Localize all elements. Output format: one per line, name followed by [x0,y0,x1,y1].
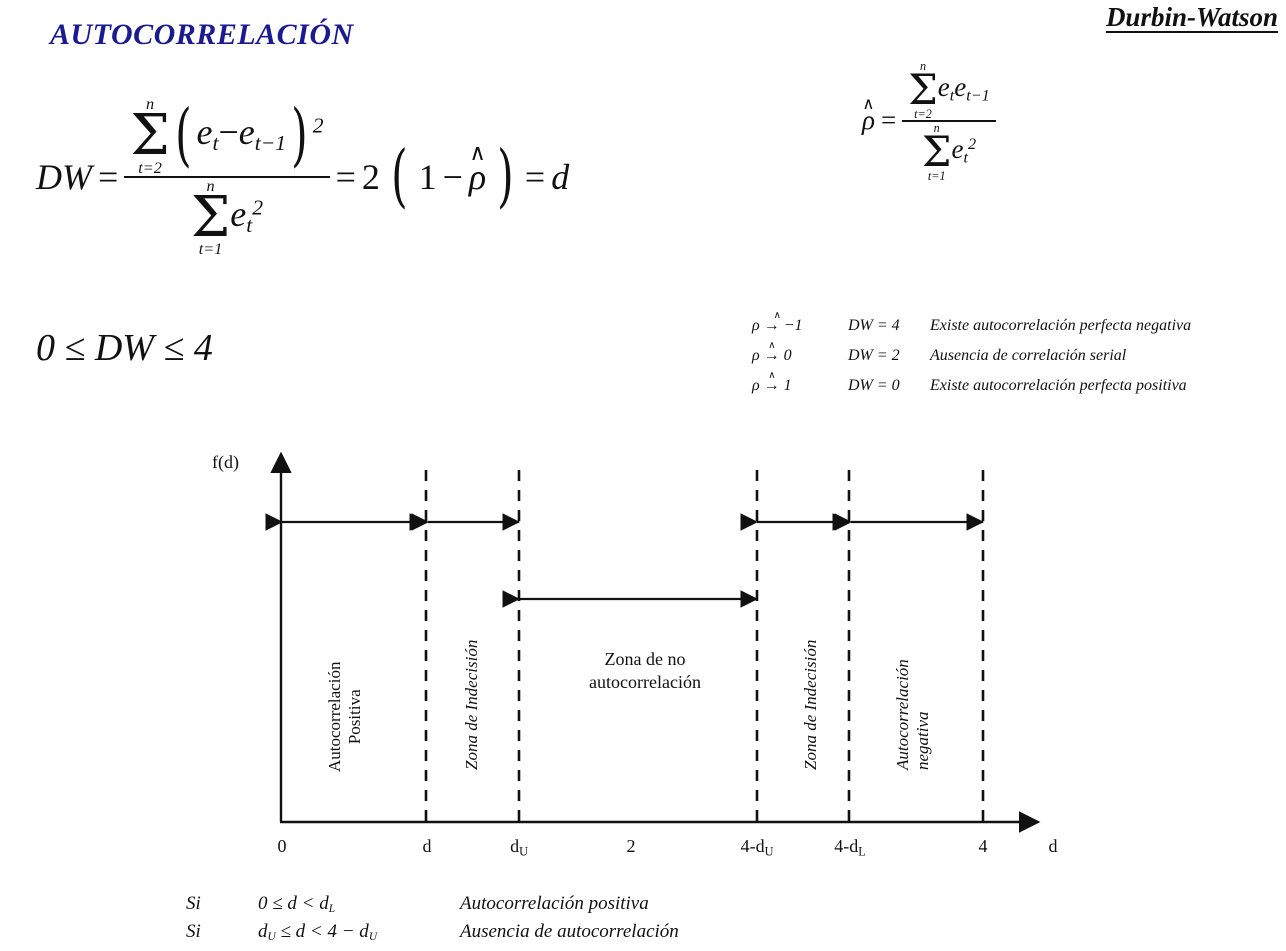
paren-close-2: ) [497,137,514,217]
dw-denominator: n Σ t=1 et2 [124,175,330,259]
zone-label-positive-line2: Positiva [345,689,364,745]
sigma-icon: Σ [908,65,938,115]
tick-label-0: 0 [277,836,287,856]
residual-e: e [230,194,247,235]
residual-e-t: e [196,112,213,153]
decision-rule-row: Si 0 ≤ d < dL Autocorrelación positiva [186,890,679,918]
zone-label-indecision-right: Zona de Indecisión [801,639,820,770]
rho-hat-symbol: ∧ ρ [862,94,875,136]
decision-rules-list: Si 0 ≤ d < dL Autocorrelación positiva S… [186,890,679,945]
tick-label-du: dU [510,836,528,859]
rho-limit: ∧ρ → 1 [752,369,792,394]
dw-value: DW = 4 [848,317,900,334]
zone-label-center-line2: autocorrelación [589,671,701,692]
dw-value: DW = 0 [848,377,900,394]
tick-label-4dl: 4-dL [834,836,866,859]
rule-conclusion: Autocorrelación positiva [460,893,649,914]
dw-equals-1: = [98,156,119,197]
rule-conclusion: Ausencia de autocorrelación [460,920,679,942]
rule-expression: 0 ≤ d < dL [258,893,336,916]
rho-rule-row: ∧ρ → 1 DW = 0 Existe autocorrelación per… [752,369,1191,394]
dw-equals-2: = [335,156,356,197]
rule-expression: dU ≤ d < 4 − dU [258,920,378,943]
summation-denominator: n Σ t=1 [921,120,952,183]
tick-label-4du: 4-dU [740,836,774,859]
residual-e-t-1: e [954,72,967,103]
dw-one: 1 [418,156,437,197]
page-title: AUTOCORRELACIÓN [50,18,354,51]
paren-open: ( [174,96,192,176]
rule-conditional-keyword: Si [186,893,201,914]
hat-icon: ∧ [768,369,776,381]
dw-fraction: n Σ t=2 (et−et−1)2 n Σ t=1 et2 [124,95,330,259]
durbin-watson-equation: DW = n Σ t=2 (et−et−1)2 n Σ t=1 et2 = 2 … [36,96,569,258]
dw-range-inequality: 0 ≤ DW ≤ 4 [36,327,213,369]
rho-hat-symbol: ∧ ρ [468,139,487,197]
zone-label-negative-line1: Autocorrelación [893,659,912,770]
zone-label-no-autocorrelation: Zona de no autocorrelación [565,648,725,693]
summation-numerator: n Σ t=2 [908,59,938,121]
rho-equals: = [880,105,897,136]
zone-label-indecision-left: Zona de Indecisión [462,639,481,770]
hat-icon: ∧ [862,94,875,114]
durbin-watson-decision-diagram [200,432,1100,852]
zone-label-negative: Autocorrelación negativa [893,659,933,770]
sigma-icon: Σ [130,103,170,169]
rho-meaning: Existe autocorrelación perfecta negativa [930,317,1192,334]
zone-label-positive-line1: Autocorrelación [325,661,344,772]
rho-numerator: n Σ t=2 etet−1 [908,59,990,121]
residual-e-t-1: e [238,112,255,153]
hat-icon: ∧ [469,139,486,165]
dw-minus: − [442,156,463,197]
axis-x-label: d [1048,836,1058,856]
tick-label-4: 4 [978,836,988,856]
decision-rule-row: Si dU ≤ d < 4 − dU Ausencia de autocorre… [186,918,679,946]
rule-conditional-keyword: Si [186,920,201,942]
rho-limit: ∧ρ → 0 [752,339,792,364]
rho-limit: ∧ρ → −1 [752,309,803,334]
topic-title: Durbin-Watson [1105,2,1278,32]
dw-equals-3: = [524,156,546,197]
paren-close: ) [291,96,308,176]
sigma-icon: Σ [921,127,952,177]
tick-label-2: 2 [626,836,636,856]
hat-icon: ∧ [773,309,781,321]
rho-rule-row: ∧ρ → 0 DW = 2 Ausencia de correlación se… [752,339,1191,364]
zone-label-positive: Autocorrelación Positiva [325,662,365,772]
residual-e: e [951,134,964,165]
hat-icon: ∧ [768,339,776,351]
rho-interpretation-list: ∧ρ → −1 DW = 4 Existe autocorrelación pe… [752,309,1192,408]
diagram-svg [265,451,1041,833]
dw-lhs: DW [36,156,92,197]
paren-open-2: ( [390,137,408,217]
dw-coefficient-two: 2 [361,156,380,197]
residual-e-t: e [937,72,950,103]
rho-rule-row: ∧ρ → −1 DW = 4 Existe autocorrelación pe… [752,309,1192,334]
summation-numerator: n Σ t=2 [130,95,170,177]
tick-label-dl: d [422,836,432,856]
zone-label-center-line1: Zona de no [604,649,686,669]
rho-meaning: Existe autocorrelación perfecta positiva [930,377,1187,394]
rho-hat-equation: ∧ ρ = n Σ t=2 etet−1 n Σ t=1 et2 [862,60,996,182]
dw-statistic-d: d [551,156,570,197]
sigma-icon: Σ [190,185,231,251]
rho-fraction: n Σ t=2 etet−1 n Σ t=1 et2 [902,60,996,182]
dw-value: DW = 2 [848,347,900,364]
summation-denominator: n Σ t=1 [190,176,231,259]
rho-denominator: n Σ t=1 et2 [902,119,996,183]
rho-meaning: Ausencia de correlación serial [930,347,1127,364]
zone-label-negative-line2: negativa [913,711,932,770]
axis-y-label: f(d) [212,452,239,472]
dw-numerator: n Σ t=2 (et−et−1)2 [130,95,324,177]
